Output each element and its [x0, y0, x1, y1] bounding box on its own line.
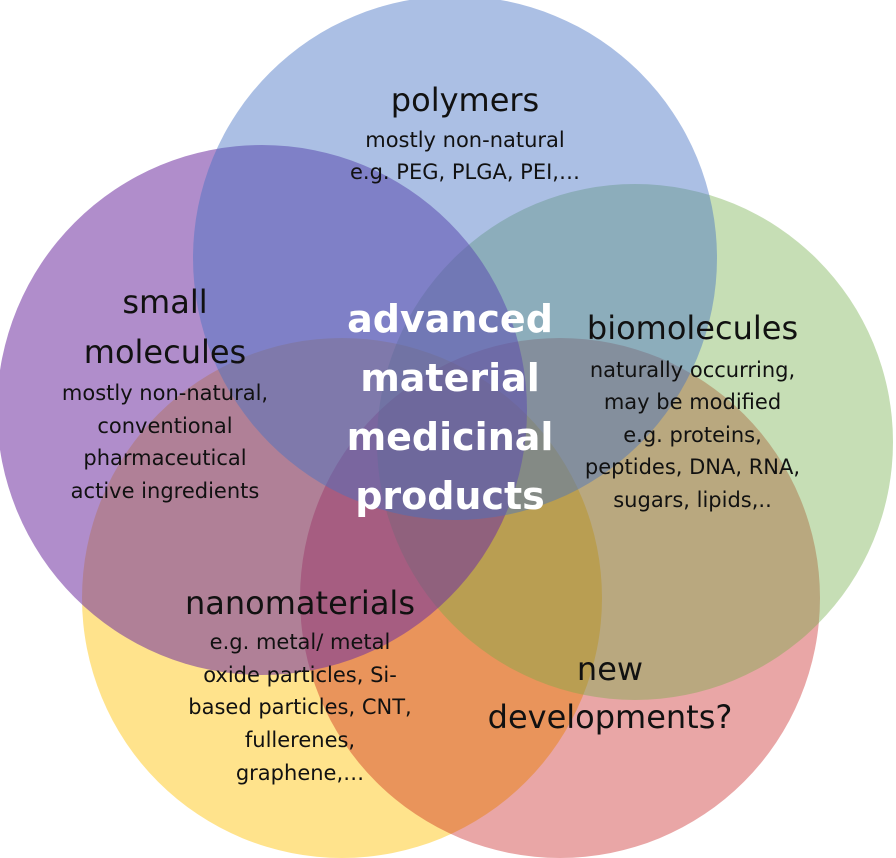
nanomaterials-desc-line: based particles, CNT,	[188, 695, 412, 720]
nanomaterials-desc-line: oxide particles, Si-	[203, 662, 397, 687]
small-molecules-desc-line: conventional	[97, 413, 233, 438]
small-molecules-desc-line: pharmaceutical	[83, 446, 247, 471]
nanomaterials-title: nanomaterials	[185, 584, 415, 622]
biomolecules-desc-line: may be modified	[603, 390, 782, 415]
biomolecules-desc-line: peptides, DNA, RNA,	[584, 455, 801, 480]
label-polymers: polymers mostly non-natural e.g. PEG, PL…	[300, 81, 630, 189]
polymers-desc-line: e.g. PEG, PLGA, PEI,…	[350, 160, 580, 185]
biomolecules-desc-line: naturally occurring,	[589, 357, 796, 382]
label-biomolecules: biomolecules naturally occurring, may be…	[560, 304, 825, 516]
small-molecules-title: small	[122, 283, 208, 321]
biomolecules-desc-line: sugars, lipids,..	[613, 487, 772, 512]
nanomaterials-desc-line: graphene,…	[235, 760, 365, 785]
small-molecules-desc-line: mostly non-natural,	[61, 381, 269, 406]
center-label-line: products	[355, 473, 545, 518]
label-nanomaterials: nanomaterials e.g. metal/ metal oxide pa…	[160, 580, 440, 789]
polymers-desc-line: mostly non-natural	[365, 127, 565, 152]
center-label-line: material	[360, 355, 540, 400]
biomolecules-title: biomolecules	[586, 309, 799, 347]
small-molecules-title: molecules	[83, 332, 247, 371]
circle-polymers	[193, 0, 717, 520]
polymers-title: polymers	[390, 81, 540, 119]
label-small-molecules: small molecules mostly non-natural, conv…	[40, 278, 290, 507]
new-developments-title: developments?	[487, 698, 733, 736]
circle-small-molecules	[0, 145, 527, 675]
nanomaterials-desc-line: e.g. metal/ metal	[209, 630, 391, 655]
biomolecules-desc-line: e.g. proteins,	[623, 422, 762, 447]
center-label: advanced material medicinal products	[325, 290, 575, 526]
new-developments-title: new	[576, 650, 644, 688]
label-new-developments: new developments?	[445, 645, 775, 741]
center-label-line: medicinal	[346, 414, 554, 459]
small-molecules-desc-line: active ingredients	[70, 478, 260, 503]
nanomaterials-desc-line: fullerenes,	[244, 728, 356, 753]
center-label-line: advanced	[347, 297, 553, 341]
